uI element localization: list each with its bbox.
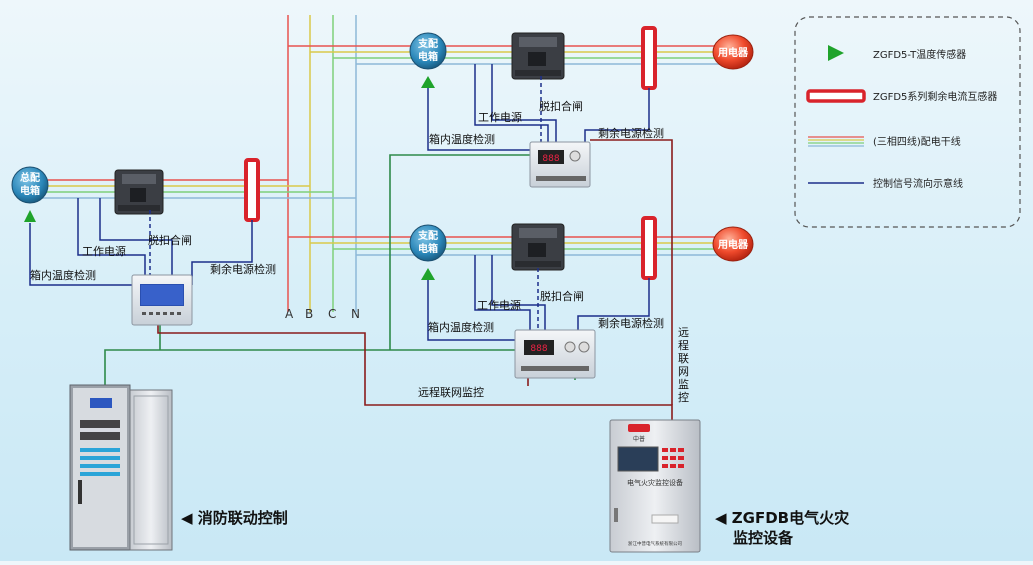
legend-ct-text: ZGFD5系列剩余电流互感器 [873, 90, 997, 103]
top-trip-close-label: 脱扣合闸 [539, 99, 583, 113]
top-residual-label: 剩余电源检测 [598, 126, 664, 140]
main-trip-close-label: 脱扣合闸 [148, 233, 192, 247]
legend-ct-icon [806, 89, 866, 103]
remote-v-6: 控 [678, 390, 689, 404]
bus-label-a: A [285, 307, 294, 321]
bottom-branch-box: 支配 电箱 [409, 224, 447, 262]
bottom-residual-label: 剩余电源检测 [598, 316, 664, 330]
main-bus [287, 15, 357, 312]
remote-v-1: 远 [678, 326, 689, 339]
top-monitor-module: 888 [529, 141, 591, 188]
legend-power-line-icon [808, 136, 864, 147]
top-temp-sensor-icon [421, 76, 435, 88]
main-temp-detect-label: 箱内温度检测 [30, 268, 96, 282]
remote-v-4: 网 [678, 365, 689, 378]
bottom-work-power-label: 工作电源 [477, 298, 521, 312]
main-residual-label: 剩余电源检测 [210, 262, 276, 276]
top-appliance: 用电器 [712, 34, 754, 70]
bottom-appliance: 用电器 [712, 226, 754, 262]
remote-v-3: 联 [678, 352, 689, 365]
red-remote-wires [157, 139, 673, 420]
bottom-temp-detect-label: 箱内温度检测 [428, 320, 494, 334]
top-branch-label-2: 电箱 [418, 50, 438, 63]
branch-top-lines [288, 45, 730, 65]
main-signal-lines [29, 198, 253, 290]
top-signal-lines [427, 64, 650, 151]
bottom-appliance-label: 用电器 [717, 238, 749, 251]
bottom-branch-label-1: 支配 [417, 229, 438, 242]
main-monitor-module [131, 274, 193, 326]
bus-label-n: N [351, 307, 360, 321]
legend-sensor-icon [828, 45, 844, 61]
bottom-monitor-module: 888 [514, 329, 596, 379]
zgfdb-label-line2: 监控设备 [733, 529, 794, 547]
remote-monitor-label: 远程联网监控 [418, 385, 484, 399]
bus-label-b: B [305, 307, 313, 321]
cabinet-panel-title: 电气火灾监控设备 [627, 478, 683, 487]
cabinet-footer: 浙江中普电气系统有限公司 [628, 540, 682, 547]
main-temp-sensor-icon [24, 210, 36, 222]
legend-sensor-text: ZGFD5-T温度传感器 [873, 48, 966, 61]
zgfdb-monitor-device: 中普 电气火灾监控设备 浙江中普电气系统有限公司 [609, 419, 701, 553]
branch-bottom-lines [288, 236, 730, 256]
main-distribution-box: 总配 电箱 [11, 166, 49, 204]
bottom-trip-close-label: 脱扣合闸 [540, 289, 584, 303]
legend-power-line-text: (三相四线)配电干线 [873, 135, 961, 148]
top-appliance-label: 用电器 [717, 46, 749, 59]
bottom-breaker [511, 223, 565, 271]
main-box-label-2: 电箱 [20, 184, 40, 197]
legend-signal-line-text: 控制信号流向示意线 [873, 177, 963, 190]
top-temp-detect-label: 箱内温度检测 [429, 132, 495, 146]
remote-v-5: 监 [678, 378, 689, 391]
main-work-power-label: 工作电源 [82, 244, 126, 258]
bottom-branch-label-2: 电箱 [418, 242, 438, 255]
top-work-power-label: 工作电源 [478, 110, 522, 124]
bottom-current-transformer-icon [641, 216, 657, 280]
zgfdb-label-line1: ◀ ZGFDB电气火灾 [715, 509, 850, 527]
main-current-transformer-icon [244, 158, 260, 222]
cabinet-brand: 中普 [633, 435, 645, 443]
bottom-temp-sensor-icon [421, 268, 435, 280]
remote-monitor-vertical: 远 程 联 网 监 控 [678, 326, 689, 404]
main-feeder-lines [40, 179, 356, 199]
legend: ZGFD5-T温度传感器 ZGFD5系列剩余电流互感器 (三相四线)配电干线 控… [794, 16, 1021, 228]
bus-label-c: C [328, 307, 336, 321]
top-branch-box: 支配 电箱 [409, 32, 447, 70]
top-current-transformer-icon [641, 26, 657, 90]
fire-control-label: ◀ 消防联动控制 [181, 509, 288, 527]
main-box-label-1: 总配 [20, 171, 40, 184]
main-breaker [114, 169, 164, 215]
svg-text:888: 888 [542, 154, 559, 164]
top-breaker [511, 32, 565, 80]
remote-v-2: 程 [678, 339, 689, 352]
top-branch-label-1: 支配 [417, 37, 438, 50]
fire-control-cabinet [69, 384, 173, 551]
bottom-signal-lines [427, 255, 650, 341]
svg-text:888: 888 [530, 344, 547, 354]
